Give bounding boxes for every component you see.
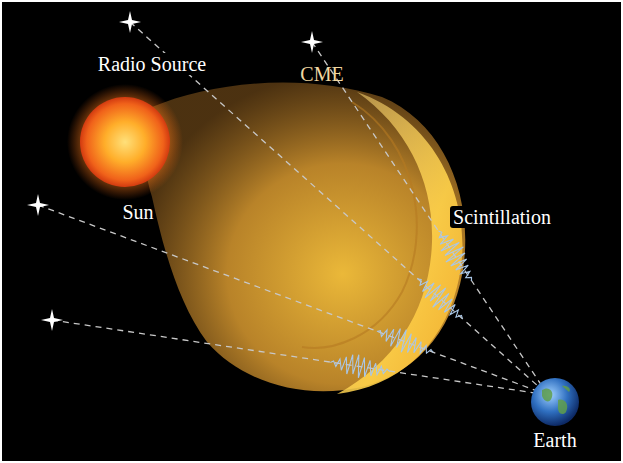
scintillation-label: Scintillation (450, 206, 554, 228)
earth (531, 378, 579, 426)
sun-glow (67, 84, 183, 200)
sun-label: Sun (119, 201, 156, 223)
cme-inner-arc (302, 102, 417, 348)
scintillation-waves (329, 224, 482, 382)
radio-source-star (27, 194, 49, 216)
earth-land (542, 386, 570, 414)
earth-label: Earth (530, 429, 579, 451)
radio-source-star (301, 31, 323, 53)
cme-label: CME (297, 63, 346, 85)
radio-source-star (41, 309, 63, 331)
radio-source-label: Radio Source (95, 53, 209, 75)
sun (80, 97, 170, 187)
radio-source-star (119, 11, 141, 33)
